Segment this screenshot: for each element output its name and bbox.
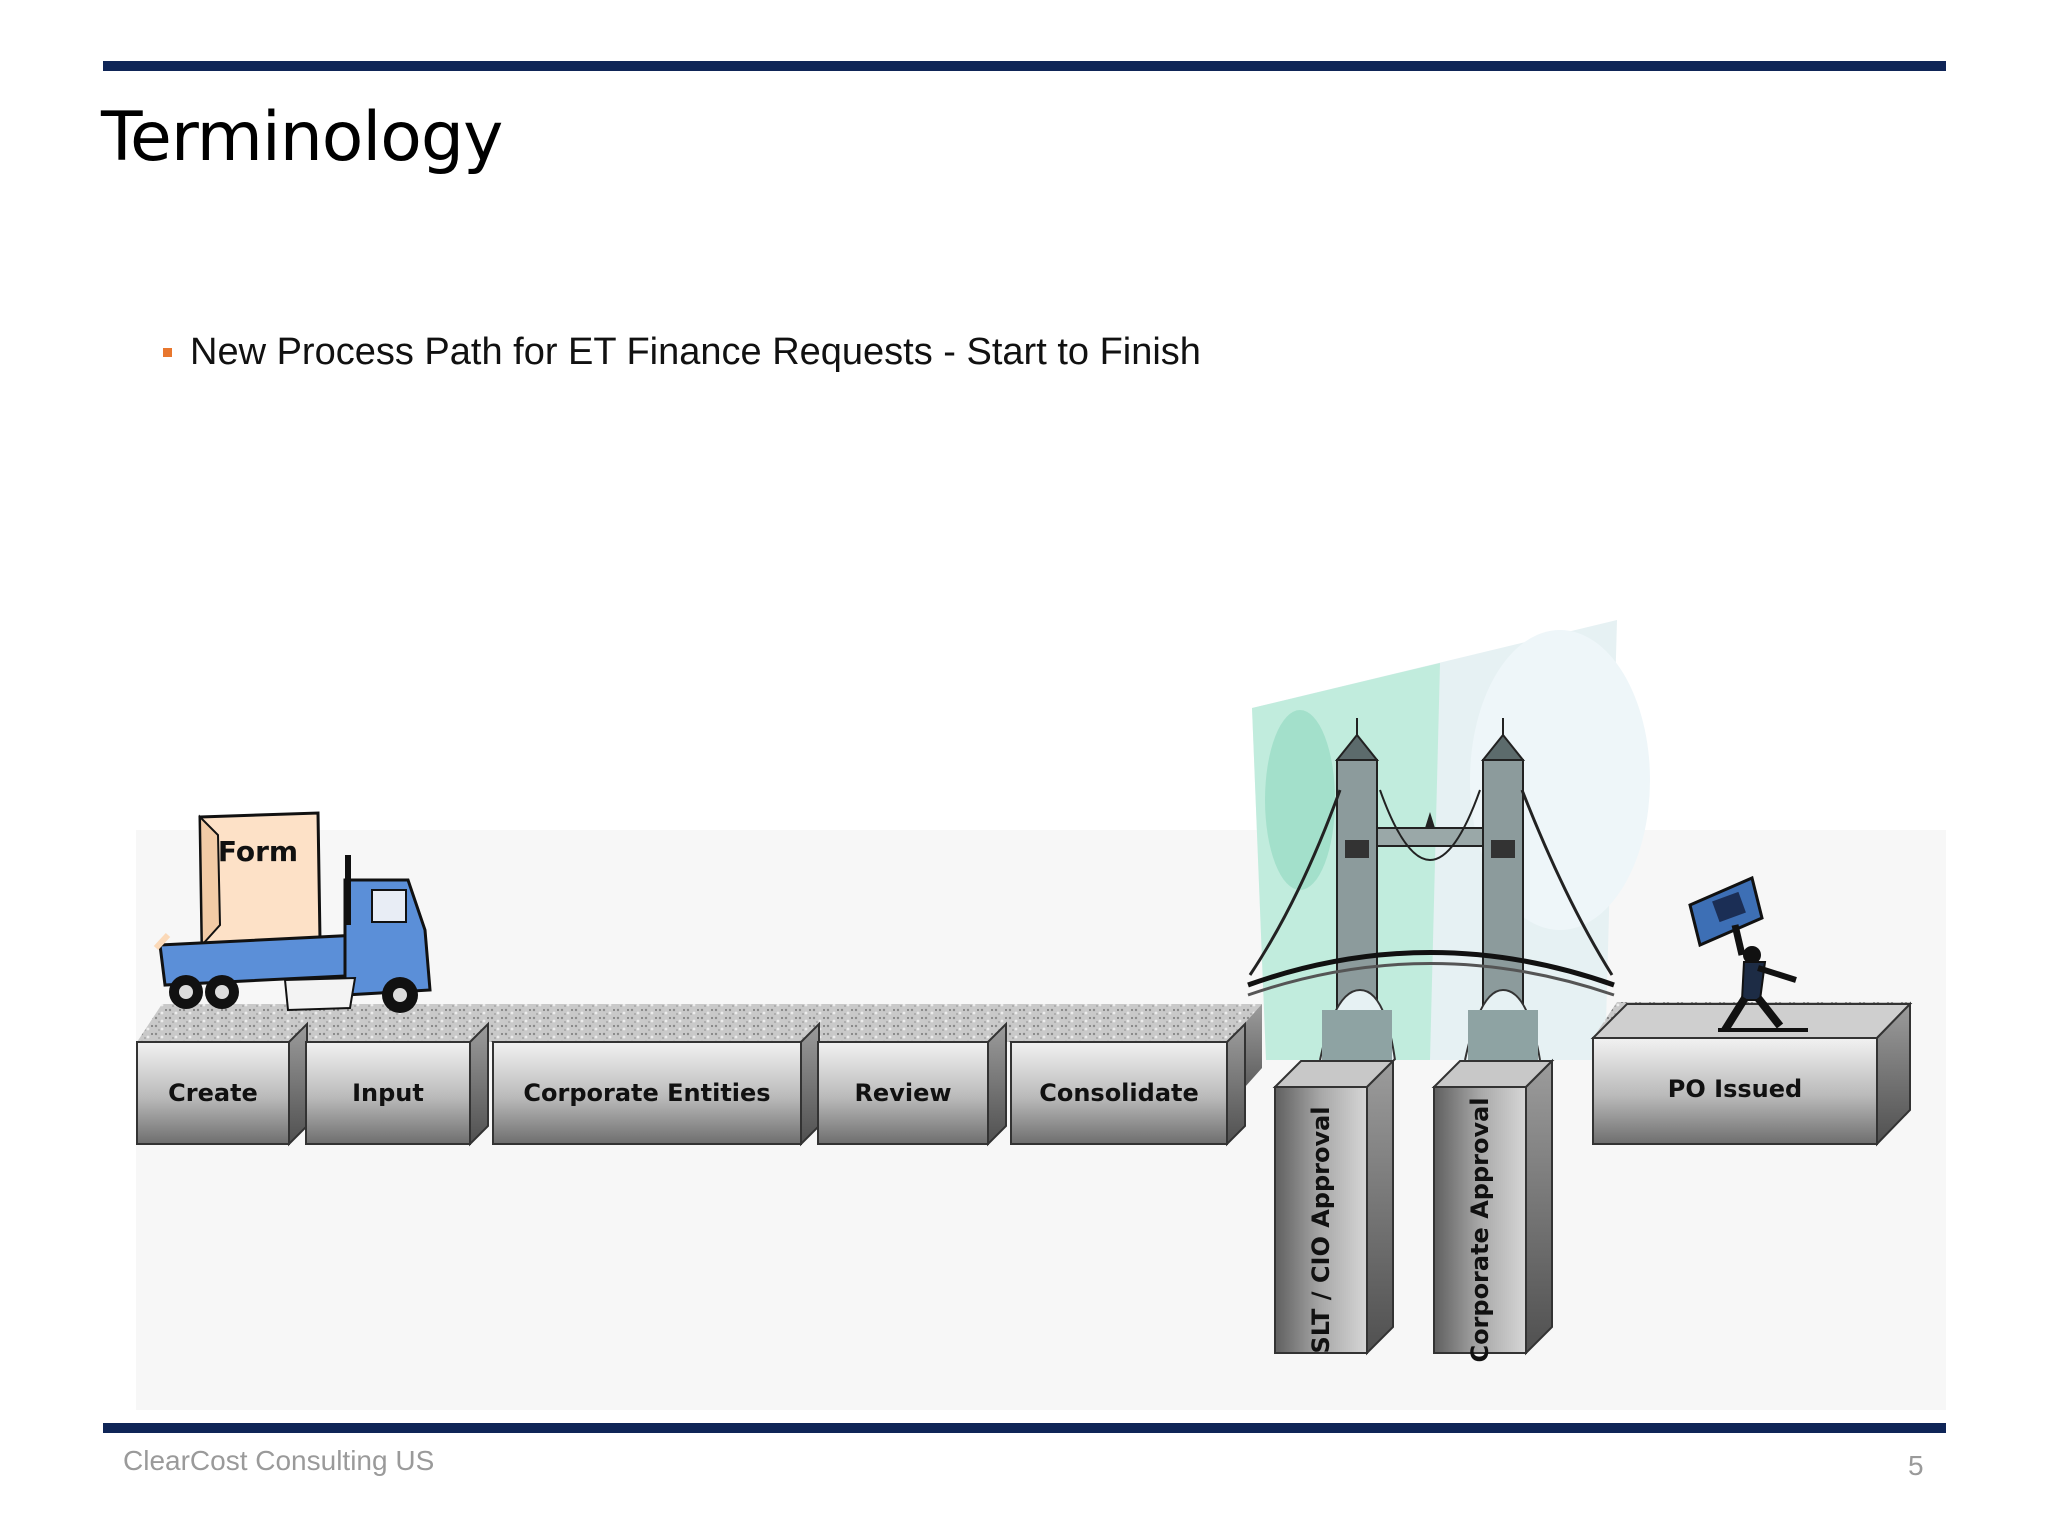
footer-rule [103, 1423, 1946, 1433]
process-step-label: Input [352, 1079, 424, 1107]
process-step-box: Input [305, 1021, 489, 1147]
approval-label: Corporate Approval [1466, 1097, 1494, 1362]
process-step-label: Review [854, 1079, 951, 1107]
header-rule [103, 61, 1946, 71]
process-step-box: Corporate Entities [492, 1021, 820, 1147]
process-step-label: Corporate Entities [523, 1079, 770, 1107]
process-step-label: Create [168, 1079, 258, 1107]
celebrating-person-icon [1688, 875, 1808, 1033]
process-step-box: Create [136, 1021, 308, 1147]
footer-company: ClearCost Consulting US [123, 1445, 435, 1476]
approval-pillar: Corporate Approval [1431, 1058, 1555, 1363]
truck-cargo-label: Form [218, 835, 298, 868]
final-step-box: PO Issued [1590, 1001, 1913, 1147]
process-step-box: Consolidate [1010, 1021, 1246, 1147]
final-step-label: PO Issued [1668, 1075, 1802, 1103]
process-step-label: Consolidate [1039, 1079, 1199, 1107]
page-title: Terminology [101, 98, 503, 177]
bridge-icon [1247, 620, 1650, 1061]
bullet-text: New Process Path for ET Finance Requests… [190, 331, 1201, 373]
approval-pillar: SLT / CIO Approval [1272, 1058, 1396, 1356]
approval-label: SLT / CIO Approval [1307, 1106, 1335, 1353]
delivery-truck-icon: Form [153, 811, 432, 1013]
bullet-marker [163, 348, 172, 357]
bullet-item: New Process Path for ET Finance Requests… [163, 331, 1201, 374]
process-step-box: Review [817, 1021, 1007, 1147]
page-number: 5 [1908, 1450, 1924, 1481]
